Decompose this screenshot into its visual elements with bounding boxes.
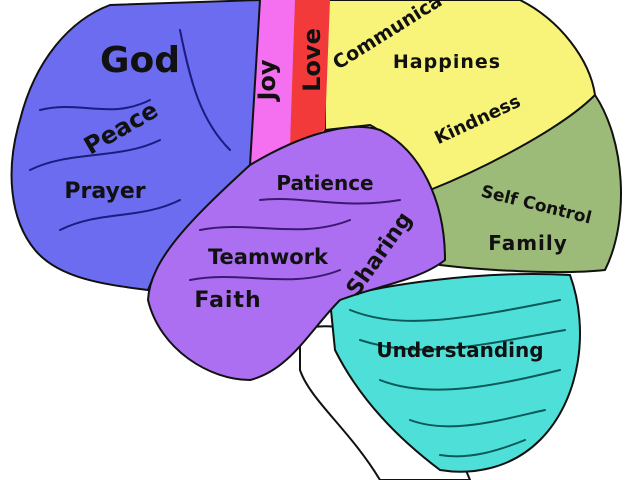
label-understanding: Understanding <box>376 338 543 362</box>
frontal-folds <box>29 29 231 231</box>
label-love: Love <box>298 28 326 92</box>
label-teamwork: Teamwork <box>208 245 329 269</box>
label-faith: Faith <box>194 288 261 313</box>
label-family: Family <box>488 231 568 255</box>
joy-region <box>250 0 295 165</box>
label-happiness: Happines <box>393 51 501 73</box>
label-prayer: Prayer <box>64 179 145 204</box>
label-god: God <box>100 40 180 81</box>
love-region <box>290 0 330 145</box>
cerebellum-folds <box>349 299 566 458</box>
label-patience: Patience <box>276 171 373 195</box>
temporal-folds <box>189 197 401 281</box>
label-joy: Joy <box>253 59 281 102</box>
temporal-region <box>146 126 447 382</box>
cerebellum-region <box>328 273 581 473</box>
